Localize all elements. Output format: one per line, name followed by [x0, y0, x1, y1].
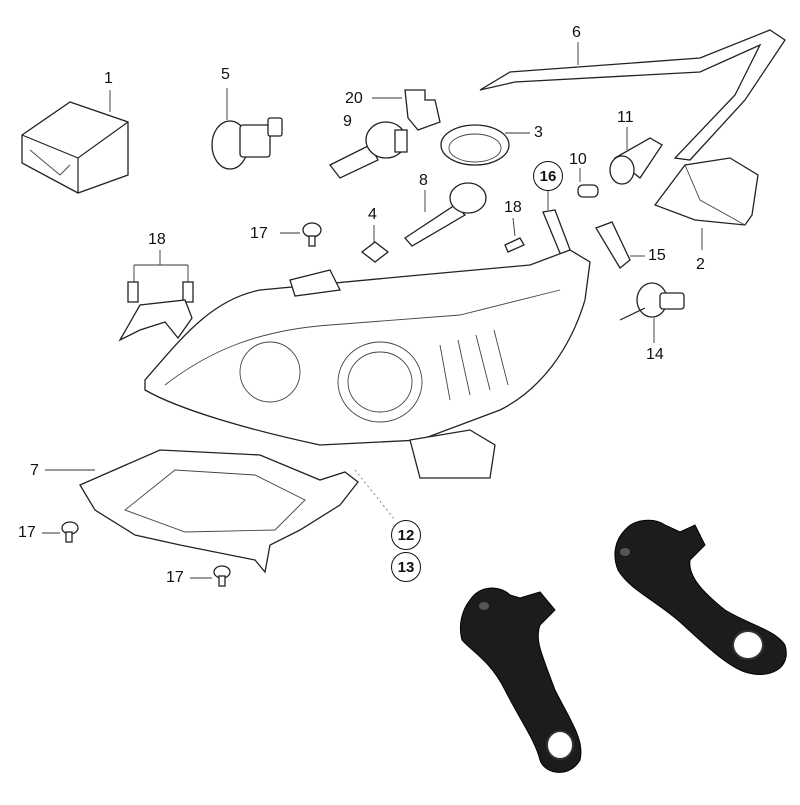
callout-13: 13: [391, 552, 421, 582]
part-8-xenon-bulb: [404, 182, 487, 247]
callout-16: 16: [533, 161, 563, 191]
part-17-screw-top: [280, 222, 322, 247]
callout-6: 6: [572, 24, 581, 41]
bracket-photo-right: [614, 519, 787, 675]
callout-15: 15: [648, 247, 666, 264]
part-7-frame: [45, 449, 359, 574]
part-15-lever: [595, 221, 645, 269]
callout-17-left: 17: [18, 524, 36, 541]
part-4-clip: [360, 225, 390, 263]
callout-1: 1: [104, 70, 113, 87]
callout-17-bottom: 17: [166, 569, 184, 586]
callout-8: 8: [419, 172, 428, 189]
callout-7: 7: [30, 462, 39, 479]
callout-10: 10: [569, 151, 587, 168]
callout-17-top: 17: [250, 225, 268, 242]
callout-11: 11: [617, 109, 634, 126]
callout-5: 5: [221, 66, 230, 83]
bracket-photo-left: [459, 587, 582, 773]
part-18-left-bracket: [118, 250, 194, 342]
headlight-housing: [144, 249, 591, 521]
part-9-bulb: [329, 121, 408, 179]
part-1-box: [21, 90, 129, 194]
part-6-seal: [479, 29, 786, 161]
part-3-ring: [440, 124, 530, 166]
callout-3: 3: [534, 124, 543, 141]
callout-4: 4: [368, 206, 377, 223]
part-17-screws-lower: [42, 521, 231, 587]
part-16-bracket: [542, 190, 573, 259]
callout-18-right: 18: [504, 199, 522, 216]
part-14-adjuster: [619, 282, 685, 343]
part-10-small-bulb: [577, 168, 599, 198]
callout-18-left: 18: [148, 231, 166, 248]
part-18-screw: [504, 217, 525, 253]
callout-2: 2: [696, 256, 705, 273]
callout-20: 20: [345, 90, 363, 107]
part-5-socket: [211, 88, 283, 170]
part-2-cover: [653, 157, 759, 250]
part-20-clip: [372, 89, 441, 131]
callout-12: 12: [391, 520, 421, 550]
part-11-holder: [609, 127, 663, 185]
callout-14: 14: [646, 346, 664, 363]
callout-9: 9: [343, 113, 352, 130]
